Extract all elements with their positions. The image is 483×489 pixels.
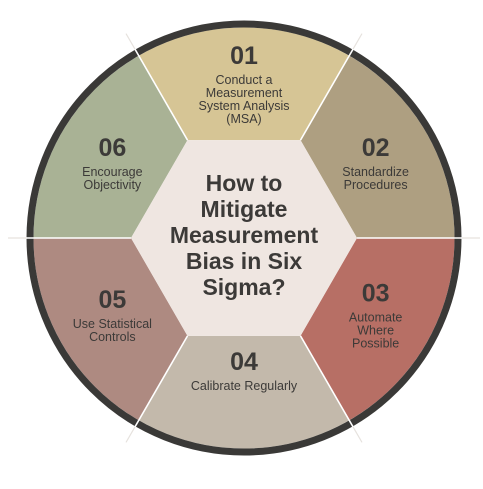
segment-number: 03	[362, 280, 390, 308]
center-title-line: Mitigate	[201, 196, 288, 222]
segment-label-line: Standardize	[342, 165, 409, 179]
segment-number: 05	[98, 286, 126, 314]
segment-label-line: Procedures	[344, 178, 408, 192]
segment-number: 06	[98, 134, 126, 162]
segment-number: 02	[362, 134, 390, 162]
segment-label-line: Calibrate Regularly	[191, 379, 298, 393]
segment-04	[138, 335, 350, 449]
segment-label-line: Objectivity	[84, 178, 142, 192]
segment-02	[300, 55, 455, 239]
segment-03	[300, 238, 455, 421]
divider-line	[131, 43, 189, 141]
segment-number: 01	[230, 42, 258, 70]
center-title-line: Sigma?	[202, 274, 285, 300]
segment-06	[33, 55, 188, 239]
segment-label-line: Conduct a	[216, 73, 273, 87]
segment-label-line: System Analysis	[198, 99, 289, 113]
divider-extension	[352, 33, 363, 50]
divider-line	[131, 335, 189, 433]
center-hexagon	[131, 140, 357, 336]
center-title-line: Measurement	[170, 222, 319, 248]
segment-label-line: Encourage	[82, 165, 143, 179]
center-title-line: Bias in Six	[186, 248, 303, 274]
segment-label-line: Measurement	[206, 86, 283, 100]
segment-label-line: Where	[357, 324, 394, 338]
segment-label-line: Automate	[349, 311, 403, 325]
segments-layer	[26, 20, 462, 456]
segment-label-line: Use Statistical	[73, 317, 152, 331]
divider-lines	[8, 33, 480, 443]
segment-01	[138, 27, 350, 141]
segment-label-line: Controls	[89, 330, 136, 344]
divider-extension	[125, 33, 136, 50]
segment-label-line: (MSA)	[226, 112, 261, 126]
segment-number: 04	[230, 348, 258, 376]
divider-line	[299, 43, 357, 141]
divider-extension	[125, 426, 136, 443]
divider-line	[299, 335, 357, 433]
center-title-line: How to	[206, 170, 283, 196]
segment-label-line: Possible	[352, 337, 399, 351]
divider-extension	[352, 426, 363, 443]
segment-05	[33, 238, 188, 421]
